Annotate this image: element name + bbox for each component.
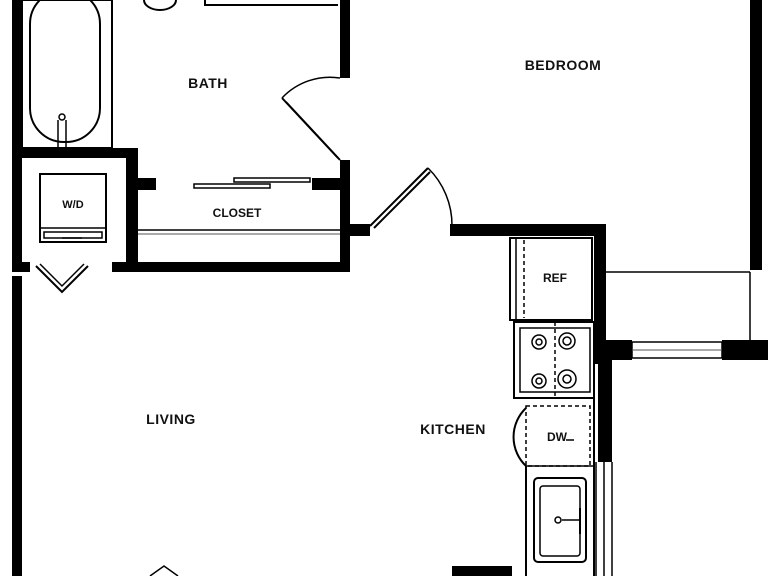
kitchen-window: [595, 462, 613, 576]
vanity: [204, 0, 338, 6]
wall-bedroom-right: [750, 0, 762, 270]
wall-kitchen-right-upper: [594, 224, 606, 364]
wall-wd-bottom-stub: [112, 262, 138, 272]
bathtub: [21, 0, 113, 149]
wall-bath-bottom-stub: [138, 178, 156, 190]
wall-kitchen-top: [450, 224, 605, 236]
room-label-kitchen: KITCHEN: [420, 421, 486, 437]
bedroom-door: [369, 167, 453, 229]
dishwasher: [512, 405, 594, 467]
sink: [533, 477, 587, 563]
fixture-label-dw: DW: [547, 430, 568, 444]
room-label-living: LIVING: [146, 411, 196, 427]
wall-left-lower: [12, 276, 22, 576]
fixture-label-wd: W/D: [62, 199, 83, 211]
entry-door-partial: [149, 565, 179, 576]
bedroom-window: [631, 341, 723, 359]
wall-wd-right: [126, 148, 138, 266]
stove: [513, 321, 595, 399]
wall-bath-bottom-left: [12, 148, 138, 158]
toilet: [143, 0, 177, 11]
wall-closet-right: [340, 160, 350, 272]
refrigerator: [509, 237, 593, 321]
wall-bottom-stub: [452, 566, 512, 576]
walls: [12, 0, 768, 576]
wd-bifold-door: [35, 263, 89, 294]
wall-kitchen-right-lower: [598, 340, 612, 462]
fixture-label-ref: REF: [543, 271, 567, 285]
wall-wd-left-stub: [12, 262, 30, 272]
room-label-bedroom: BEDROOM: [525, 57, 602, 73]
room-label-closet: CLOSET: [213, 206, 262, 220]
washer-dryer: [39, 173, 107, 243]
closet-shelf: [138, 229, 340, 235]
bedroom-extension: [606, 271, 751, 340]
wall-closet-bottom: [126, 262, 350, 272]
wall-closet-right-stub: [340, 224, 370, 236]
wall-bath-bedroom: [340, 0, 350, 78]
wall-bedroom-bottom-left: [606, 340, 632, 360]
kitchen-counter: [525, 398, 595, 576]
wall-left-upper: [12, 0, 22, 262]
closet-sliding-doors: [193, 177, 311, 189]
bath-door: [281, 76, 341, 161]
room-label-bath: BATH: [188, 75, 228, 91]
wall-bedroom-bottom-right: [722, 340, 768, 360]
